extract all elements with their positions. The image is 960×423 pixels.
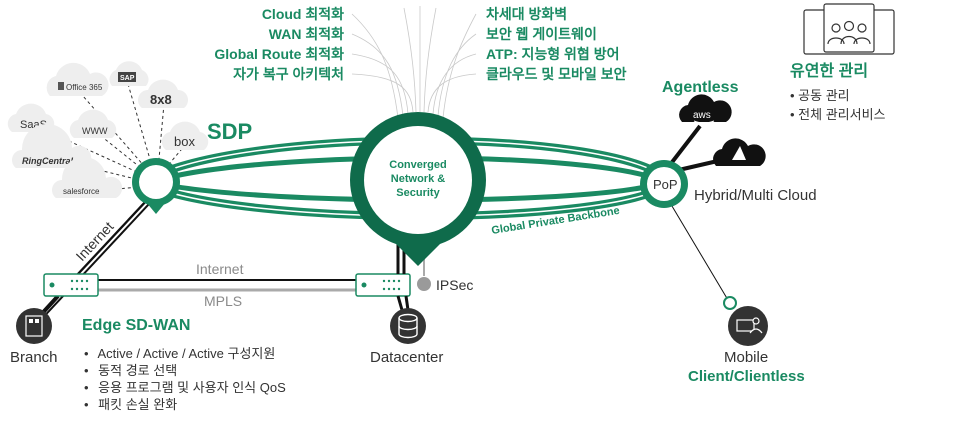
mobile-connector-node [723, 296, 737, 310]
wan-links [98, 279, 360, 292]
svg-text:box: box [174, 134, 195, 149]
management-icon [803, 3, 895, 55]
feature-left-4: 자가 복구 아키텍처 [233, 66, 344, 82]
saas-cloud-salesforce: salesforce [51, 156, 123, 198]
ipsec-label: IPSec [436, 277, 473, 293]
aws-cloud-icon: aws [679, 94, 732, 124]
saas-cloud-8x8: 8x8 [137, 79, 188, 108]
datacenter-icon [390, 308, 426, 344]
saas-cloud-sap: SAP [109, 61, 149, 86]
management-title: 유연한 관리 [790, 61, 868, 80]
feature-right-2: 보안 웹 게이트웨이 [486, 26, 597, 42]
svg-text:Office 365: Office 365 [66, 83, 103, 92]
svg-text:WWW: WWW [82, 126, 108, 136]
edge-item-1: • Active / Active / Active 구성지원 [84, 346, 275, 361]
feature-connector-lines [351, 6, 477, 119]
saas-cloud-ringcentral: RingCentral [11, 123, 92, 168]
agentless-label: Agentless [662, 79, 739, 96]
hybrid-cloud-label: Hybrid/Multi Cloud [694, 187, 817, 204]
management-item-1: • 공동 관리 [790, 88, 850, 103]
svg-text:salesforce: salesforce [63, 187, 100, 196]
client-clientless-label: Client/Clientless [688, 368, 805, 385]
feature-left-1: Cloud 최적화 [262, 6, 344, 22]
edge-device-left [43, 273, 99, 297]
management-item-2: • 전체 관리서비스 [790, 107, 886, 122]
edge-item-2: • 동적 경로 선택 [84, 363, 177, 378]
core-label-line1: Converged [389, 159, 446, 171]
core-label-line2: Network & [391, 173, 445, 185]
branch-icon [16, 308, 52, 344]
svg-text:SAP: SAP [120, 75, 135, 82]
sdp-node [132, 158, 180, 214]
feature-right-4: 클라우드 및 모바일 보안 [486, 66, 627, 82]
azure-cloud-icon [713, 138, 766, 166]
svg-text:aws: aws [693, 110, 711, 121]
feature-left-3: Global Route 최적화 [214, 46, 344, 62]
edge-item-3: • 응용 프로그램 및 사용자 인식 QoS [84, 380, 286, 395]
saas-cloud-www: WWW [69, 109, 117, 138]
ipsec-node [417, 277, 431, 291]
sdp-label: SDP [207, 119, 252, 144]
saas-cloud-box: box [161, 121, 209, 150]
pop-node [640, 160, 688, 208]
internet-link-label: Internet [196, 261, 244, 277]
mobile-label: Mobile [724, 349, 768, 366]
core-label-line3: Security [396, 187, 440, 199]
feature-right-1: 차세대 방화벽 [486, 6, 567, 22]
svg-text:RingCentral: RingCentral [22, 156, 74, 166]
features-right: 차세대 방화벽 보안 웹 게이트웨이 ATP: 지능형 위협 방어 클라우드 및… [486, 6, 627, 82]
edge-device-right [355, 273, 411, 297]
feature-right-3: ATP: 지능형 위협 방어 [486, 46, 619, 62]
features-left: Cloud 최적화 WAN 최적화 Global Route 최적화 자가 복구… [214, 6, 344, 82]
branch-label: Branch [10, 349, 58, 366]
datacenter-label: Datacenter [370, 349, 443, 366]
saas-cloud-office365: Office 365 [46, 62, 109, 96]
edge-sdwan-title: Edge SD-WAN [82, 317, 190, 334]
mobile-client-icon [728, 306, 768, 346]
mpls-link-label: MPLS [204, 293, 242, 309]
core-node [350, 112, 486, 266]
svg-text:8x8: 8x8 [150, 92, 172, 107]
edge-item-4: • 패킷 손실 완화 [84, 397, 177, 412]
pop-label: PoP [653, 177, 678, 192]
feature-left-2: WAN 최적화 [269, 26, 344, 42]
